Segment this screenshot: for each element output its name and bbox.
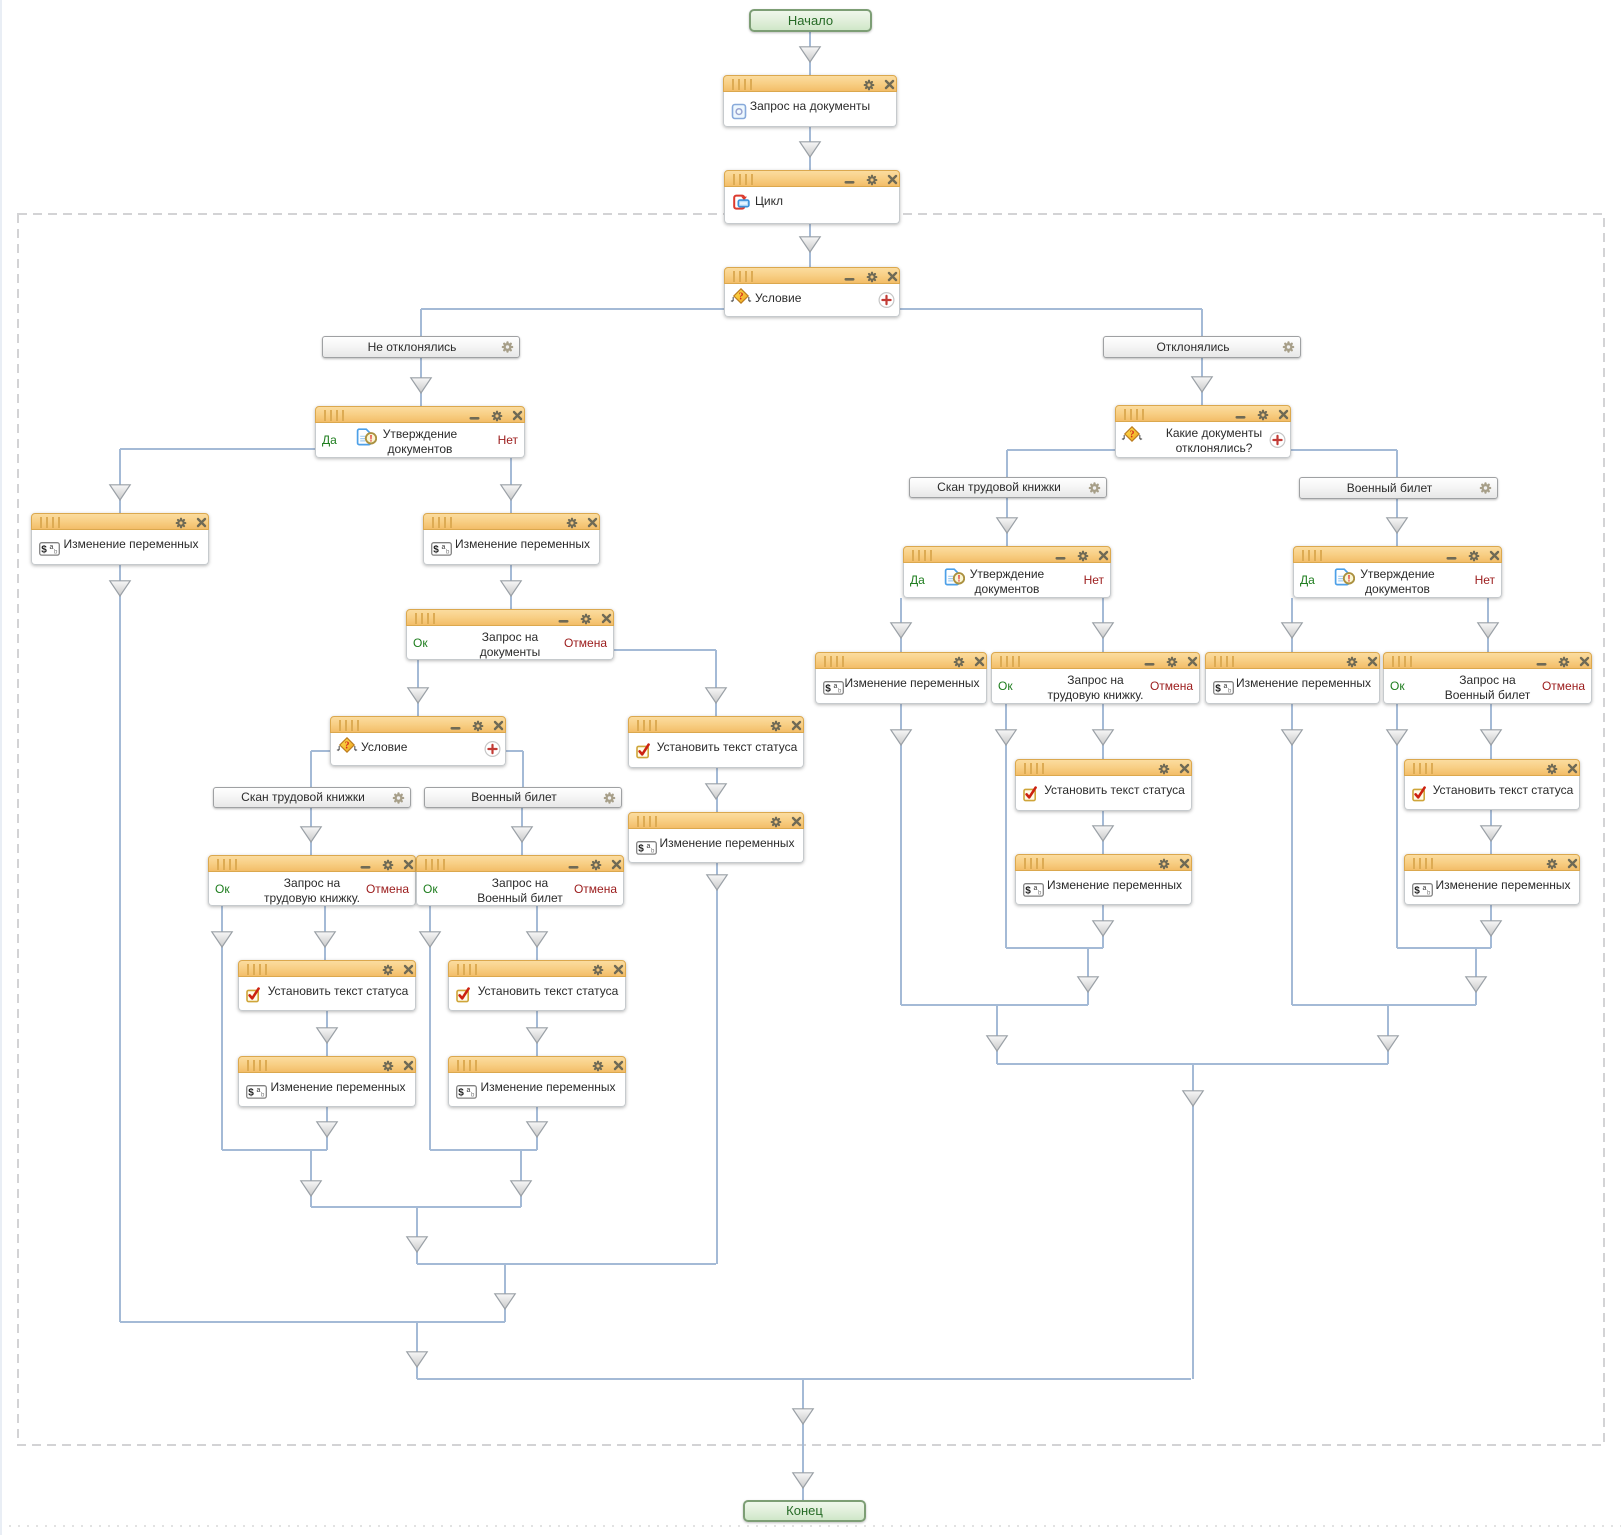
svg-text:$: $ [433, 545, 439, 556]
svg-text:a: a [467, 1087, 471, 1094]
svg-text:b: b [838, 689, 842, 695]
svg-text:b: b [1427, 891, 1431, 897]
svg-text:b: b [471, 1093, 475, 1099]
svg-text:$: $ [1215, 684, 1221, 695]
svg-text:b: b [446, 550, 450, 556]
svg-text:b: b [651, 849, 655, 855]
svg-text:a: a [257, 1087, 261, 1094]
svg-text:a: a [1224, 683, 1228, 690]
svg-text:a: a [442, 544, 446, 551]
svg-text:a: a [834, 683, 838, 690]
svg-text:a: a [1423, 885, 1427, 892]
svg-text:b: b [54, 550, 58, 556]
svg-text:$: $ [458, 1088, 464, 1099]
svg-text:$: $ [1414, 886, 1420, 897]
svg-text:$: $ [638, 844, 644, 855]
svg-text:b: b [261, 1093, 265, 1099]
svg-text:?: ? [1130, 430, 1135, 441]
svg-text:$: $ [248, 1088, 254, 1099]
svg-text:!: ! [958, 574, 961, 584]
svg-text:$: $ [1025, 886, 1031, 897]
svg-text:a: a [1034, 885, 1038, 892]
svg-text:$: $ [41, 545, 47, 556]
svg-text:b: b [1228, 689, 1232, 695]
svg-text:!: ! [370, 434, 373, 444]
svg-text:?: ? [345, 741, 350, 752]
svg-text:?: ? [739, 292, 744, 303]
svg-text:b: b [1038, 891, 1042, 897]
svg-text:a: a [647, 843, 651, 850]
svg-text:a: a [50, 544, 54, 551]
svg-text:!: ! [1348, 574, 1351, 584]
svg-text:$: $ [825, 684, 831, 695]
